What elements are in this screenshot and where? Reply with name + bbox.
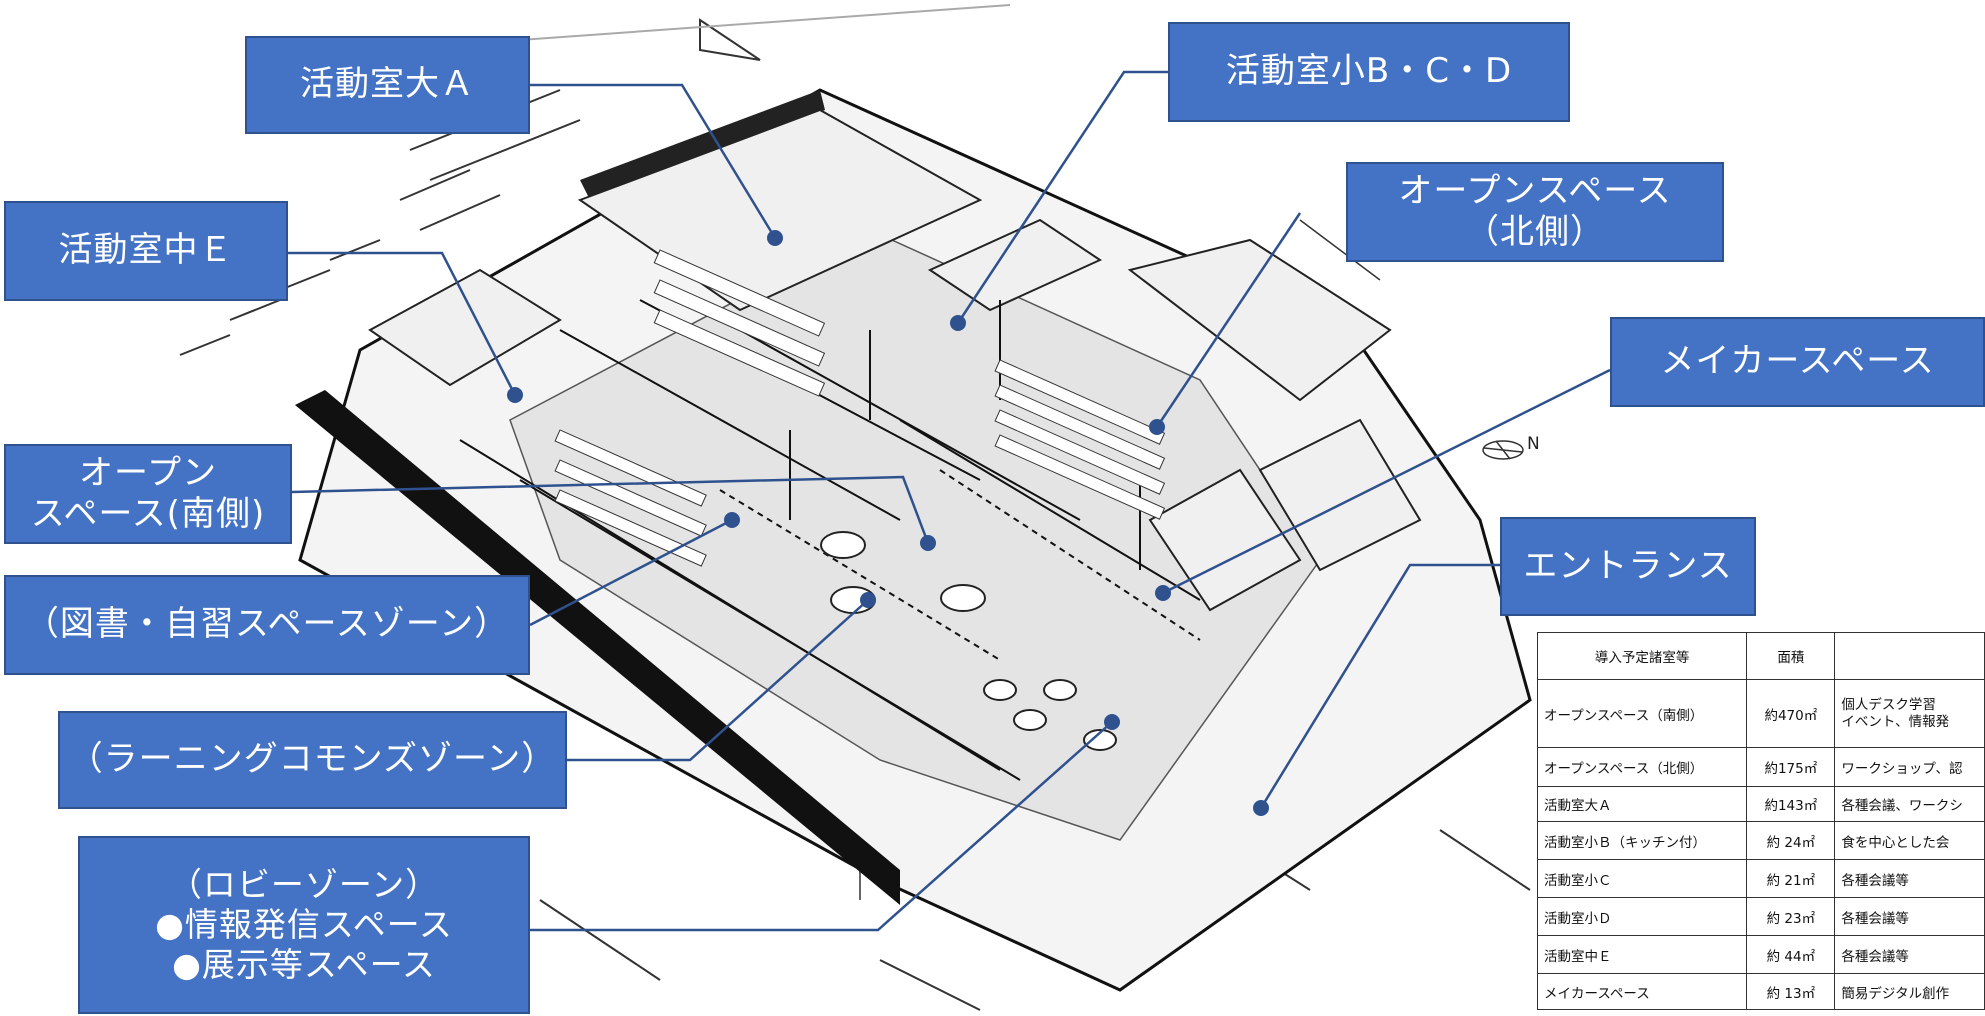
- compass-icon: [1482, 440, 1524, 460]
- cell-use: 各種会議等: [1834, 897, 1985, 936]
- callout-library-study-zone: （図書・自習スペースゾーン）: [4, 575, 530, 675]
- leader-dots: [507, 230, 1269, 816]
- callout-label-line2: ●情報発信スペース: [155, 904, 453, 944]
- cell-room: オープンスペース（北側）: [1536, 747, 1748, 787]
- cell-use: 各種会議、ワークシ: [1834, 786, 1985, 822]
- desk-rows: [554, 249, 1166, 567]
- callout-entrance: エントランス: [1500, 517, 1756, 616]
- cell-area: 約143㎡: [1746, 786, 1836, 822]
- callout-label-line1: オープン: [79, 452, 217, 493]
- leader-lines: [288, 70, 1611, 932]
- callout-label-line3: ●展示等スペース: [172, 945, 436, 985]
- cell-use: 各種会議等: [1834, 859, 1985, 898]
- round-tables: [820, 531, 1117, 751]
- cell-use-line1: 個人デスク学習: [1841, 696, 1936, 713]
- west-wall: [580, 90, 825, 200]
- table-row: オープンスペース（南側） 約470㎡ 個人デスク学習 イベント、情報発: [1536, 679, 1985, 748]
- cell-room: 活動室中Ｅ: [1536, 935, 1748, 974]
- south-wall: [295, 390, 900, 905]
- callout-activity-room-large-a: 活動室大Ａ: [245, 36, 530, 134]
- cell-area: 約 13㎡: [1746, 973, 1836, 1010]
- room-area-table: 導入予定諸室等 面積 オープンスペース（南側） 約470㎡ 個人デスク学習 イベ…: [1536, 632, 1985, 1010]
- cell-area: 約175㎡: [1746, 747, 1836, 787]
- callout-label: 活動室中Ｅ: [58, 230, 234, 271]
- column-header-area: 面積: [1746, 632, 1836, 680]
- callout-open-space-north: オープンスペース （北側）: [1346, 162, 1724, 262]
- callout-label: （ラーニングコモンズゾーン）: [68, 739, 557, 780]
- cell-use: 食を中心とした会: [1834, 821, 1985, 860]
- column-header-room: 導入予定諸室等: [1536, 632, 1748, 680]
- table-row: メイカースペース 約 13㎡ 簡易デジタル創作: [1536, 973, 1985, 1010]
- callout-label-line2: スペース(南側): [30, 494, 266, 534]
- cell-area: 約 44㎡: [1746, 935, 1836, 974]
- callout-learning-commons-zone: （ラーニングコモンズゾーン）: [58, 711, 567, 809]
- callout-label: 活動室大Ａ: [300, 64, 475, 105]
- table-row: オープンスペース（北側） 約175㎡ ワークショップ、認: [1536, 747, 1985, 787]
- table-row: 活動室小Ｃ 約 21㎡ 各種会議等: [1536, 859, 1985, 898]
- cell-area: 約 24㎡: [1746, 821, 1836, 860]
- cell-room: 活動室小Ｄ: [1536, 897, 1748, 936]
- table-header-row: 導入予定諸室等 面積: [1536, 632, 1985, 680]
- callout-label: （図書・自習スペースゾーン）: [24, 604, 510, 645]
- cell-use: 各種会議等: [1834, 935, 1985, 974]
- cell-use: 簡易デジタル創作: [1834, 973, 1985, 1010]
- table-row: 活動室小Ｄ 約 23㎡ 各種会議等: [1536, 897, 1985, 936]
- cell-area: 約 23㎡: [1746, 897, 1836, 936]
- callout-open-space-south: オープン スペース(南側): [4, 444, 292, 544]
- cell-room: 活動室大Ａ: [1536, 786, 1748, 822]
- wall-lines: [459, 299, 1201, 781]
- cell-area: 約470㎡: [1746, 679, 1836, 748]
- cell-use: 個人デスク学習 イベント、情報発: [1834, 679, 1985, 748]
- cell-use-line2: イベント、情報発: [1841, 713, 1950, 730]
- callout-label: メイカースペース: [1660, 341, 1935, 382]
- table-row: 活動室大Ａ 約143㎡ 各種会議、ワークシ: [1536, 786, 1985, 822]
- callout-maker-space: メイカースペース: [1610, 317, 1985, 407]
- callout-label: エントランス: [1523, 545, 1733, 586]
- table-row: 活動室小Ｂ（キッチン付） 約 24㎡ 食を中心とした会: [1536, 821, 1985, 860]
- cell-use: ワークショップ、認: [1834, 747, 1985, 787]
- callout-label: 活動室小B・C・D: [1225, 51, 1513, 92]
- callout-lobby-zone: （ロビーゾーン） ●情報発信スペース ●展示等スペース: [78, 836, 530, 1014]
- callout-activity-room-mid-e: 活動室中Ｅ: [4, 201, 288, 301]
- open-floor-area: [509, 229, 1321, 841]
- column-header-use: [1834, 632, 1985, 680]
- table-row: 活動室中Ｅ 約 44㎡ 各種会議等: [1536, 935, 1985, 974]
- cell-area: 約 21㎡: [1746, 859, 1836, 898]
- compass-north-label: N: [1527, 434, 1540, 454]
- callout-label-line1: オープンスペース: [1398, 170, 1672, 211]
- callout-label-line2: （北側）: [1465, 212, 1605, 252]
- cell-room: オープンスペース（南側）: [1536, 679, 1748, 748]
- cell-room: メイカースペース: [1536, 973, 1748, 1010]
- callout-label-line1: （ロビーゾーン）: [168, 864, 440, 904]
- cell-room: 活動室小Ｂ（キッチン付）: [1536, 821, 1748, 860]
- cell-room: 活動室小Ｃ: [1536, 859, 1748, 898]
- callout-activity-rooms-small-bcd: 活動室小B・C・D: [1168, 22, 1570, 122]
